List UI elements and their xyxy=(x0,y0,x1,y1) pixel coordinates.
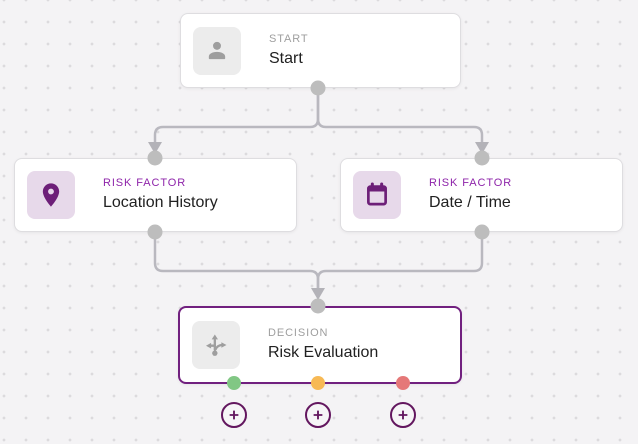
decision-port-red[interactable] xyxy=(396,376,410,390)
arrowhead-icon xyxy=(475,142,489,154)
node-type-label: RISK FACTOR xyxy=(103,177,187,189)
node-date-time[interactable]: RISK FACTOR Date / Time xyxy=(340,158,623,232)
plus-icon xyxy=(311,408,325,422)
node-type-label: DECISION xyxy=(268,327,329,339)
node-text: DECISION Risk Evaluation xyxy=(268,327,378,363)
node-title: Date / Time xyxy=(429,194,511,211)
edge-location-decision xyxy=(153,232,320,290)
node-text: RISK FACTOR Date / Time xyxy=(429,177,512,213)
plus-icon xyxy=(396,408,410,422)
node-type-label: RISK FACTOR xyxy=(429,177,513,189)
place-icon xyxy=(27,171,75,219)
edge-start-datetime xyxy=(316,88,484,144)
node-start[interactable]: START Start xyxy=(180,13,461,88)
arrowhead-icon xyxy=(148,142,162,154)
edge-datetime-decision xyxy=(316,232,484,290)
arrowhead-icon xyxy=(311,288,325,300)
node-text: RISK FACTOR Location History xyxy=(103,177,218,213)
node-text: START Start xyxy=(269,33,309,69)
add-node-button-orange-branch[interactable] xyxy=(305,402,331,428)
node-title: Start xyxy=(269,49,303,67)
add-node-button-green-branch[interactable] xyxy=(221,402,247,428)
calendar-icon xyxy=(353,171,401,219)
node-risk-evaluation[interactable]: DECISION Risk Evaluation xyxy=(178,306,462,384)
person-icon xyxy=(193,26,241,75)
node-title: Risk Evaluation xyxy=(268,344,379,361)
node-title: Location History xyxy=(103,194,218,211)
decision-port-green[interactable] xyxy=(227,376,241,390)
add-node-button-red-branch[interactable] xyxy=(390,402,416,428)
node-type-label: START xyxy=(269,32,309,45)
decision-port-orange[interactable] xyxy=(311,376,325,390)
plus-icon xyxy=(227,408,241,422)
edge-start-location xyxy=(153,88,320,144)
directions-icon xyxy=(192,321,240,369)
node-location-history[interactable]: RISK FACTOR Location History xyxy=(14,158,297,232)
